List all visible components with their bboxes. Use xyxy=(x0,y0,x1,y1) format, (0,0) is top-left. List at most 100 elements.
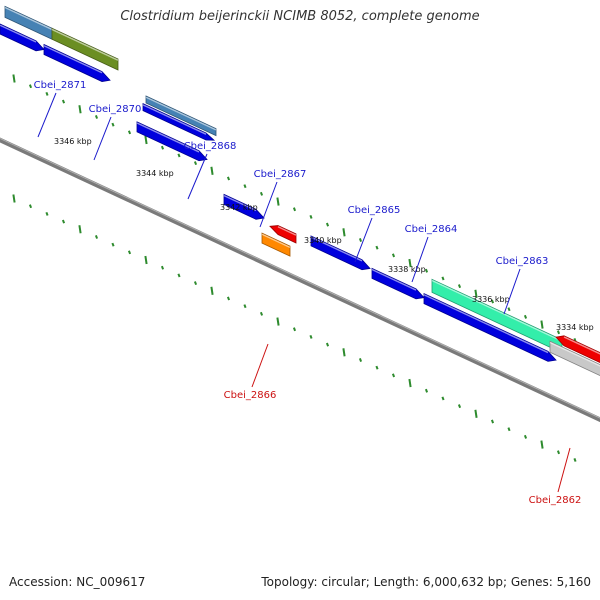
scale-tick xyxy=(127,250,132,255)
scale-tick xyxy=(78,225,82,234)
scale-label: 3338 kbp xyxy=(388,265,426,274)
cds-arrow-forward xyxy=(423,292,557,362)
cds-arrow-reverse-highlight xyxy=(277,226,297,236)
scale-label: 3342 kbp xyxy=(220,203,258,212)
gene-label-leader xyxy=(251,343,269,388)
scale-tick xyxy=(61,99,66,104)
genome-backbone-highlight xyxy=(0,137,600,419)
cds-arrow-reverse-body xyxy=(555,335,600,364)
scale-tick xyxy=(573,457,577,462)
gene-label: Cbei_2868 xyxy=(184,141,237,152)
cds-arrow-reverse xyxy=(269,225,297,244)
feature-bar-steel-highlight xyxy=(4,6,53,31)
cds-arrow-forward-highlight xyxy=(371,268,417,291)
gene-label-leader xyxy=(37,92,57,138)
cds-arrow-forward-highlight xyxy=(142,104,207,135)
scale-tick xyxy=(144,135,148,145)
scale-tick xyxy=(210,286,214,295)
scale-tick xyxy=(243,184,247,189)
scale-tick xyxy=(78,105,82,114)
scale-tick xyxy=(160,145,165,150)
scale-tick xyxy=(193,161,198,166)
scale-tick xyxy=(391,373,396,378)
scale-tick xyxy=(540,320,544,329)
scale-tick xyxy=(259,191,264,196)
scale-tick xyxy=(375,245,379,250)
cds-arrow-forward-highlight xyxy=(310,236,363,262)
cds-arrow-reverse-body xyxy=(269,225,297,244)
scale-tick xyxy=(342,228,346,237)
scale-tick xyxy=(94,115,99,119)
scale-tick xyxy=(12,194,16,203)
gene-label: Cbei_2871 xyxy=(34,80,87,91)
gene-label-leader xyxy=(503,268,521,315)
gene-label-leader xyxy=(354,217,373,263)
cds-arrow-forward xyxy=(0,23,45,52)
scale-tick xyxy=(292,327,297,332)
feature-bar-grey xyxy=(549,340,600,377)
cds-arrow-forward xyxy=(136,121,208,162)
scale-tick xyxy=(111,122,115,127)
cds-arrow-forward xyxy=(371,267,425,300)
feature-bar-orange-highlight xyxy=(261,233,291,248)
feature-bar-steel xyxy=(145,95,217,137)
scale-tick xyxy=(523,314,528,319)
gene-label: Cbei_2867 xyxy=(254,169,307,180)
scale-tick xyxy=(45,211,49,216)
cds-arrow-forward xyxy=(142,103,216,141)
scale-tick xyxy=(177,273,181,278)
scale-label: 3346 kbp xyxy=(54,137,92,146)
feature-bar-olive xyxy=(51,27,119,71)
scale-tick xyxy=(342,348,346,357)
scale-tick xyxy=(408,378,412,388)
genome-backbone xyxy=(0,137,600,423)
scale-tick xyxy=(160,265,165,270)
feature-bar-orange-body xyxy=(261,232,291,257)
scale-tick xyxy=(276,197,280,206)
scale-label: 3336 kbp xyxy=(472,295,510,304)
cds-arrow-forward xyxy=(223,193,265,220)
scale-tick xyxy=(424,388,429,393)
cds-arrow-reverse xyxy=(555,335,600,364)
scale-tick xyxy=(391,253,396,258)
scale-label: 3334 kbp xyxy=(556,323,594,332)
scale-tick xyxy=(507,427,511,432)
scale-tick xyxy=(226,176,231,181)
scale-tick xyxy=(210,166,214,175)
map-title: Clostridium beijerinckii NCIMB 8052, com… xyxy=(120,9,480,24)
scale-tick xyxy=(28,84,33,89)
scale-label: 3340 kbp xyxy=(304,236,342,245)
scale-tick xyxy=(45,91,49,96)
feature-bar-aqua-highlight xyxy=(431,279,563,342)
feature-bar-steel-highlight xyxy=(145,96,217,131)
scale-tick xyxy=(457,404,462,409)
feature-bar-orange xyxy=(261,232,291,257)
gene-label-leader xyxy=(93,116,112,161)
scale-tick xyxy=(441,396,445,401)
gene-label: Cbei_2870 xyxy=(89,104,142,115)
scale-tick xyxy=(325,222,330,227)
feature-bar-grey-body xyxy=(549,340,600,377)
gene-label: Cbei_2863 xyxy=(496,256,549,267)
cds-arrow-reverse-highlight xyxy=(563,336,600,355)
scale-tick xyxy=(540,440,544,449)
scale-tick xyxy=(94,235,99,239)
cds-arrow-forward-highlight xyxy=(223,194,257,212)
scale-tick xyxy=(226,296,231,301)
scale-tick xyxy=(177,153,181,158)
gene-label: Cbei_2862 xyxy=(529,495,582,506)
scale-tick xyxy=(424,268,429,273)
scale-tick xyxy=(358,358,363,362)
scale-tick xyxy=(556,450,561,455)
scale-label: 3344 kbp xyxy=(136,169,174,178)
scale-tick xyxy=(474,289,478,298)
scale-tick xyxy=(127,130,132,135)
scale-tick xyxy=(309,214,313,219)
scale-tick xyxy=(358,238,363,242)
scale-tick xyxy=(144,255,148,265)
scale-tick xyxy=(490,299,495,304)
topology-label: Topology: circular; Length: 6,000,632 bp… xyxy=(261,575,591,589)
scale-tick xyxy=(243,304,247,309)
scale-tick xyxy=(375,365,379,370)
scale-tick xyxy=(507,307,511,312)
